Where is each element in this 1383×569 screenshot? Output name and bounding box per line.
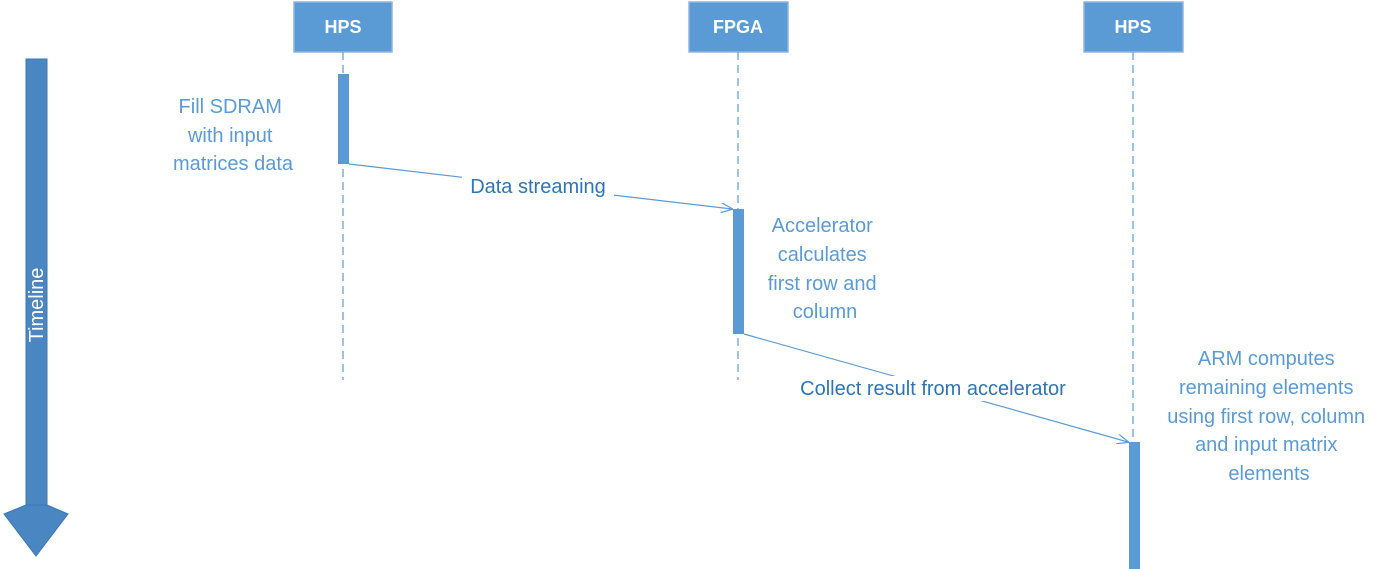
activation-bar-fpga [733,209,744,334]
note-arm-compute-line: remaining elements [1179,377,1354,399]
lifeline-hps-left-title: HPS [324,17,361,37]
note-arm-compute-line: ARM computes [1198,348,1335,370]
note-fpga-calc: Accelerator calculates first row and col… [768,215,883,323]
note-arm-compute: ARM computes remaining elements using fi… [1167,348,1370,485]
activation-bar-hps-right [1129,442,1140,569]
lifeline-fpga: FPGA [688,1,789,380]
note-arm-compute-line: elements [1228,463,1309,485]
note-hps-fill-line: with input [187,125,273,147]
note-hps-fill-line: Fill SDRAM [179,96,282,118]
lifeline-hps-right: HPS [1083,1,1184,569]
note-fpga-calc-line: Accelerator [772,215,873,237]
note-hps-fill: Fill SDRAM with input matrices data [173,96,294,175]
lifeline-fpga-box [688,1,789,53]
lifeline-hps-right-title: HPS [1114,17,1151,37]
note-fpga-calc-line: first row and [768,273,877,295]
lifeline-hps-right-box [1083,1,1184,53]
timeline-arrow: Timeline [3,58,69,557]
message-label-collect-result: Collect result from accelerator [800,378,1066,400]
timeline-label: Timeline [26,268,48,343]
message-label-data-streaming: Data streaming [470,176,606,198]
note-fpga-calc-line: calculates [778,244,867,266]
note-arm-compute-line: using first row, column [1167,406,1365,428]
lifeline-fpga-title: FPGA [713,17,763,37]
message-label-bg-collect-result [784,376,1084,401]
message-label-bg-data-streaming [462,175,614,199]
activation-bar-hps-left [338,74,349,164]
note-hps-fill-line: matrices data [173,153,294,175]
note-fpga-calc-line: column [793,301,857,323]
lifeline-hps-left-box [293,1,393,53]
lifeline-hps-left: HPS [293,1,393,380]
note-arm-compute-line: and input matrix [1195,434,1337,456]
